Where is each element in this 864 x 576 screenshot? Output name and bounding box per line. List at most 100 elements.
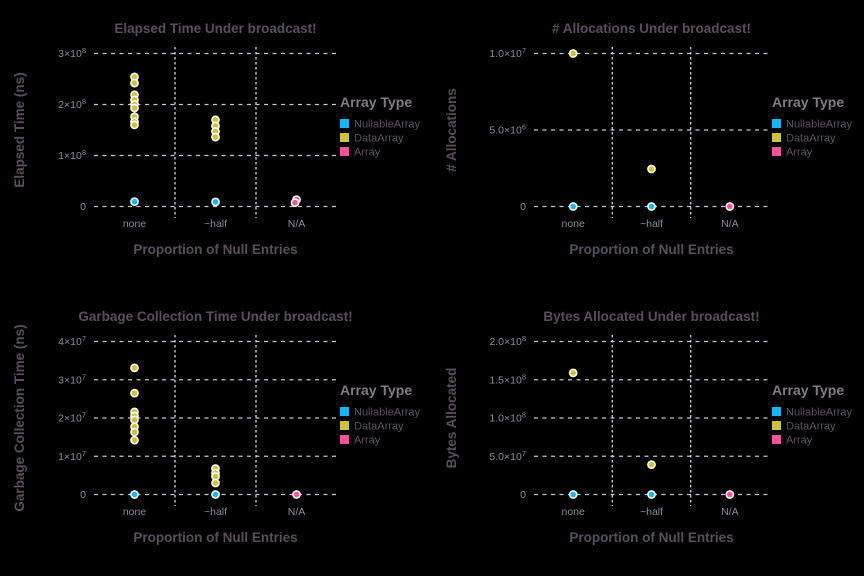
x-category-label: N/A (721, 218, 739, 230)
y-tick-label: 2×107 (58, 411, 86, 425)
y-axis-tick-labels: 0 1×108 2×108 3×108 (58, 46, 86, 213)
chart-title: # Allocations Under broadcast! (552, 21, 751, 36)
series-array (290, 195, 301, 208)
data-point (647, 164, 656, 174)
data-point (130, 490, 139, 499)
legend-title: Array Type (340, 382, 412, 398)
gridlines (94, 47, 337, 218)
y-tick-label: 4×107 (58, 334, 86, 348)
x-category-label: ~half (204, 506, 227, 518)
y-tick-label: 0 (80, 201, 86, 213)
y-tick-label: 5.0×107 (489, 449, 526, 463)
x-category-label: N/A (288, 218, 306, 230)
data-point (211, 478, 220, 488)
legend-swatch-array (772, 435, 781, 444)
data-point (647, 490, 656, 499)
legend-swatch-nullablearray (772, 407, 781, 416)
legend-label: Array (354, 147, 381, 159)
legend-swatch-array (772, 147, 781, 156)
data-point (568, 202, 578, 211)
legend-swatch-dataarray (340, 133, 349, 142)
y-tick-label: 1×108 (58, 148, 86, 162)
series-nullablearray (568, 202, 656, 211)
data-point (725, 202, 735, 211)
data-point (130, 197, 139, 207)
chart-title: Bytes Allocated Under broadcast! (543, 309, 759, 324)
x-category-label: ~half (640, 506, 663, 518)
x-category-label: none (123, 218, 147, 230)
series-array (292, 490, 301, 499)
y-axis-label: # Allocations (444, 88, 459, 172)
gridlines (534, 47, 769, 218)
y-tick-label: 1.0×108 (489, 411, 526, 425)
legend-label: NullableArray (786, 407, 853, 419)
x-axis-label: Proportion of Null Entries (569, 242, 733, 257)
series-nullablearray (130, 490, 220, 499)
x-axis-category-labels: none ~half N/A (561, 218, 738, 230)
legend-swatch-array (340, 147, 349, 156)
data-point (290, 198, 300, 208)
data-point (130, 435, 139, 445)
legend-title: Array Type (772, 94, 844, 110)
data-point (130, 103, 139, 113)
legend-label: NullableArray (786, 119, 853, 131)
series-dataarray (568, 368, 656, 470)
series-dataarray (130, 363, 220, 488)
legend-swatch-dataarray (340, 421, 349, 430)
y-tick-label: 0 (80, 489, 86, 501)
x-category-label: ~half (640, 218, 663, 230)
y-tick-label: 3×107 (58, 372, 86, 386)
data-point (211, 132, 220, 142)
legend-title: Array Type (340, 94, 412, 110)
chart-title: Elapsed Time Under broadcast! (114, 21, 316, 36)
data-point (568, 49, 578, 58)
data-point (568, 490, 578, 499)
y-tick-label: 2×108 (58, 97, 86, 111)
x-category-label: none (561, 506, 585, 518)
data-point (647, 460, 656, 470)
data-point (130, 78, 139, 88)
y-axis-tick-labels: 0 1×107 2×107 3×107 4×107 (58, 334, 86, 501)
series-dataarray (130, 72, 220, 142)
data-point (292, 490, 301, 499)
data-point (130, 427, 139, 437)
data-point (130, 363, 139, 373)
y-tick-label: 5.0×106 (489, 123, 526, 137)
x-axis-label: Proportion of Null Entries (133, 242, 297, 257)
legend-label: NullableArray (354, 407, 421, 419)
series-dataarray (568, 49, 656, 174)
legend-label: DataArray (786, 133, 836, 145)
legend-swatch-nullablearray (340, 407, 349, 416)
y-tick-label: 3×108 (58, 46, 86, 60)
y-tick-label: 0 (520, 489, 526, 501)
legend-swatch-dataarray (772, 421, 781, 430)
series-array (725, 490, 735, 499)
legend-swatch-dataarray (772, 133, 781, 142)
y-tick-label: 1×107 (58, 449, 86, 463)
data-point (568, 368, 578, 378)
data-point (647, 202, 656, 211)
y-axis-label: Garbage Collection Time (ns) (12, 324, 27, 511)
legend-label: Array (786, 435, 813, 447)
y-tick-label: 0 (520, 201, 526, 213)
legend-label: Array (354, 435, 381, 447)
x-category-label: N/A (721, 506, 739, 518)
legend-label: Array (786, 147, 813, 159)
legend-swatch-nullablearray (340, 119, 349, 128)
x-category-label: N/A (288, 506, 306, 518)
x-category-label: none (561, 218, 585, 230)
legend-swatch-array (340, 435, 349, 444)
